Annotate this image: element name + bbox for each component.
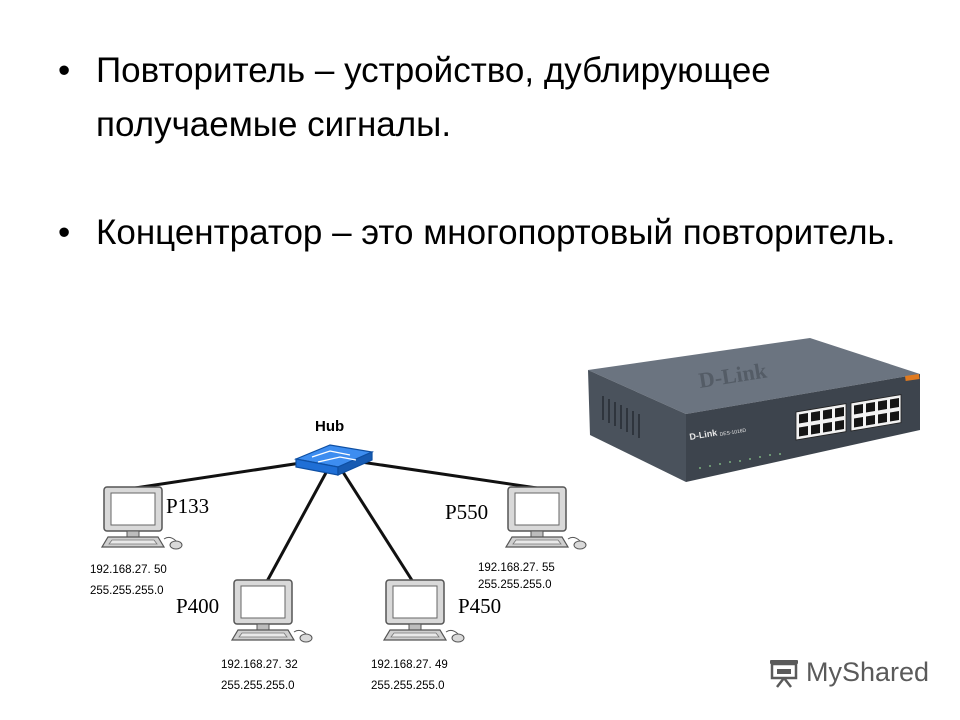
computer-name: P450 — [458, 594, 501, 618]
computer-mask: 255.255.255.0 — [478, 579, 552, 591]
computer-mask: 255.255.255.0 — [90, 585, 164, 597]
hub-icon — [293, 444, 375, 476]
bullet-dot: • — [58, 213, 71, 252]
bullet-item: • Повторитель – устройство, дублирующее … — [58, 44, 918, 152]
computer-name: P550 — [445, 500, 488, 524]
bullet-text-hub: Концентратор – это многопортовый повтори… — [96, 213, 896, 252]
bullet-list: • Повторитель – устройство, дублирующее … — [58, 44, 918, 260]
computer-ip: 192.168.27. 32 — [221, 659, 298, 671]
watermark-text: MyShared — [806, 657, 930, 687]
computer-icon — [231, 579, 313, 643]
computer-ip: 192.168.27. 50 — [90, 564, 167, 576]
bullet-dot: • — [58, 51, 71, 90]
bullet-text-repeater: Повторитель – устройство, дублирующее по… — [96, 51, 771, 144]
status-leds — [699, 453, 781, 469]
hub-label: Hub — [315, 418, 344, 435]
computer-mask: 255.255.255.0 — [221, 680, 295, 692]
computer-ip: 192.168.27. 55 — [478, 562, 555, 574]
device-model: DES-1016D — [719, 428, 747, 438]
computer-name: P133 — [166, 494, 209, 518]
computer-icon — [383, 579, 465, 643]
device-brand: D-Link — [689, 427, 719, 442]
port-block — [850, 394, 902, 432]
computer-name: P400 — [176, 594, 219, 618]
computer-icon — [505, 486, 587, 550]
computer-ip: 192.168.27. 49 — [371, 659, 448, 671]
projector-screen-icon — [770, 659, 798, 688]
watermark: MyShared — [768, 657, 929, 688]
network-switch-photo: D-Link D-Link DES-1016D — [588, 338, 920, 482]
port-block — [795, 403, 847, 441]
bullet-item: • Концентратор – это многопортовый повто… — [58, 206, 918, 260]
computer-mask: 255.255.255.0 — [371, 680, 445, 692]
